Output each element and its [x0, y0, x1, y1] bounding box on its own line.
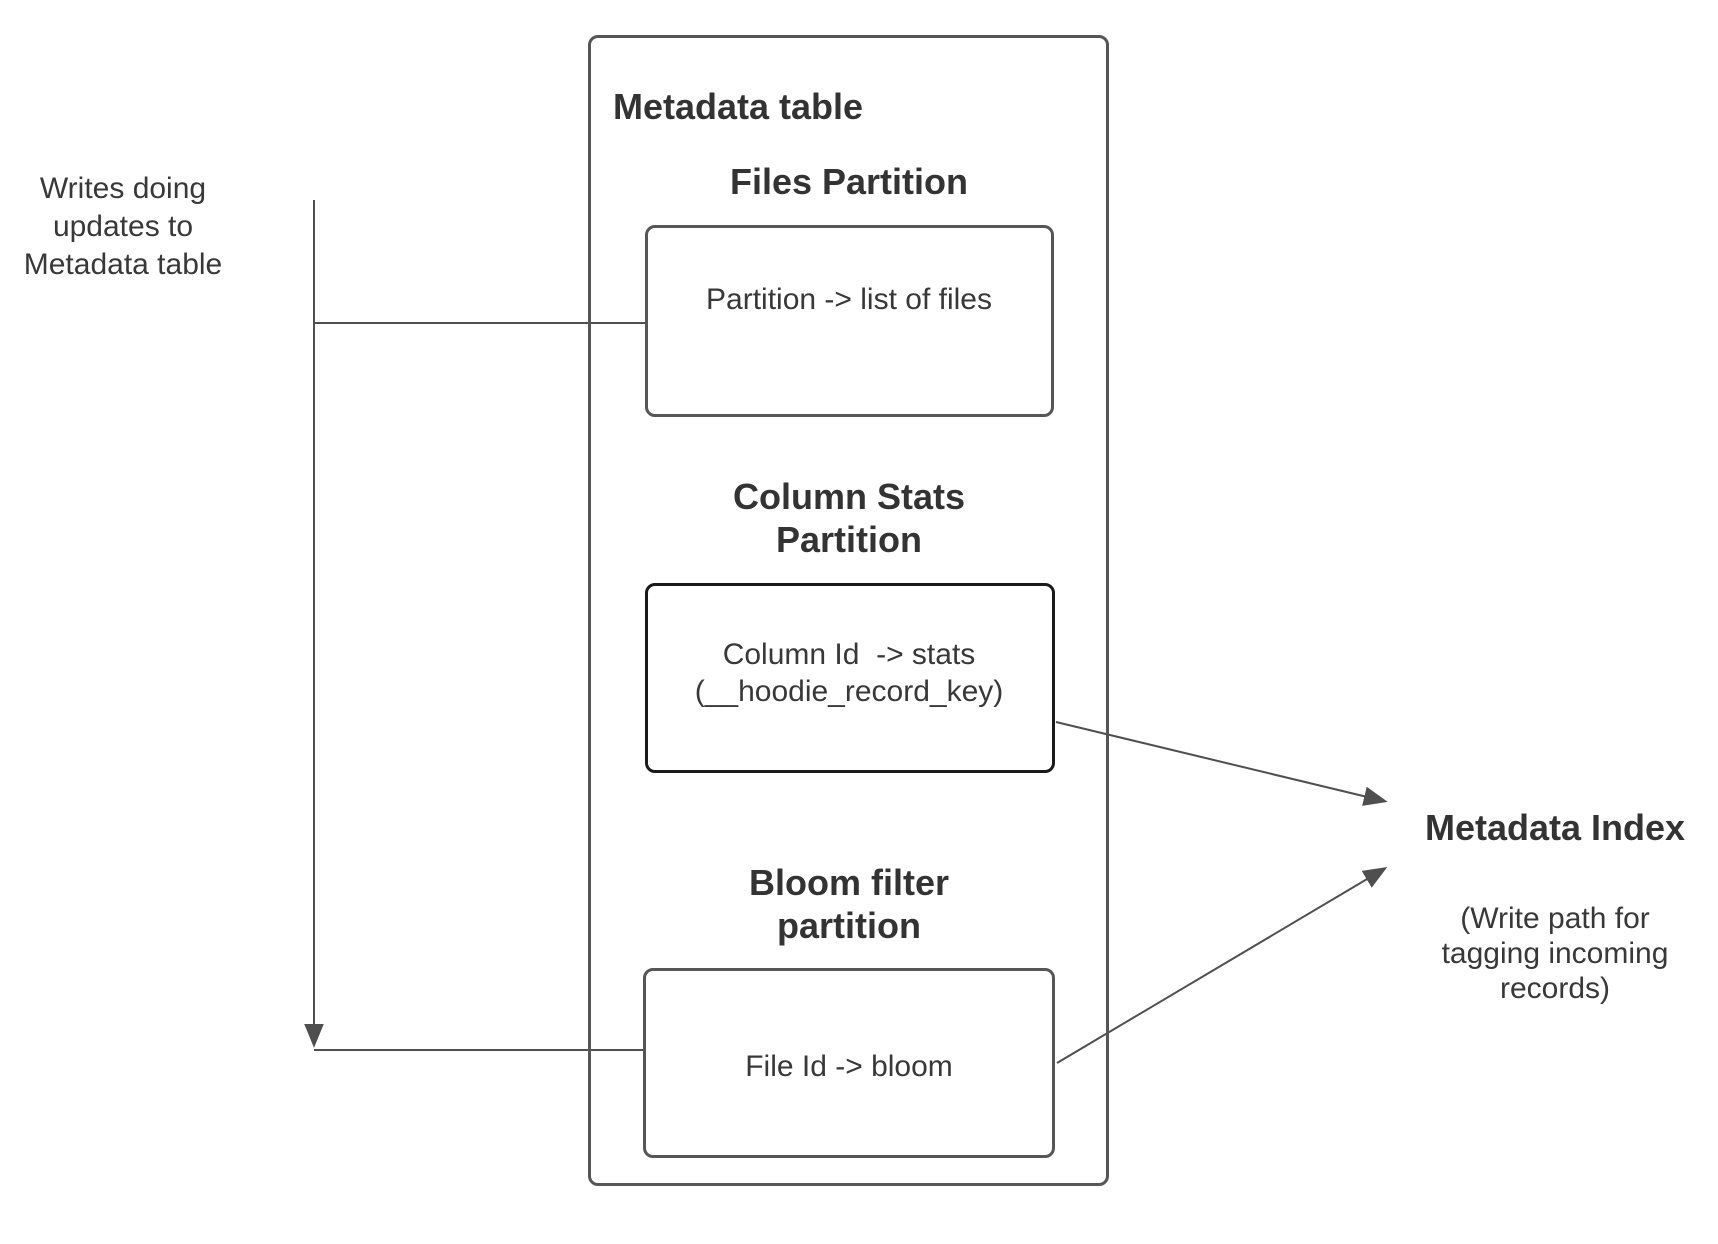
- column-stats-partition-box: [645, 583, 1055, 773]
- files-partition-label: Partition -> list of files: [706, 283, 992, 316]
- metadata-index-subtitle: (Write path for tagging incoming records…: [1441, 902, 1669, 1005]
- files-partition-heading: Files Partition: [729, 161, 969, 202]
- bloom-filter-partition-box: [643, 968, 1055, 1158]
- column-stats-to-index-arrow: [1055, 721, 1388, 806]
- metadata-table-container: [588, 35, 1109, 1186]
- column-stats-partition-heading: Column Stats Partition: [732, 476, 965, 560]
- writes-note: Writes doing updates to Metadata table: [23, 172, 223, 281]
- bloom-filter-partition-heading: Bloom filter partition: [748, 862, 949, 946]
- bloom-to-index-arrow: [1056, 867, 1388, 1064]
- metadata-table-title: Metadata table: [613, 86, 864, 127]
- bloom-filter-partition-label: File Id -> bloom: [745, 1050, 953, 1083]
- column-stats-partition-label: Column Id -> stats (__hoodie_record_key): [694, 638, 1004, 708]
- metadata-index-title: Metadata Index: [1424, 807, 1686, 848]
- files-partition-box: [645, 225, 1054, 417]
